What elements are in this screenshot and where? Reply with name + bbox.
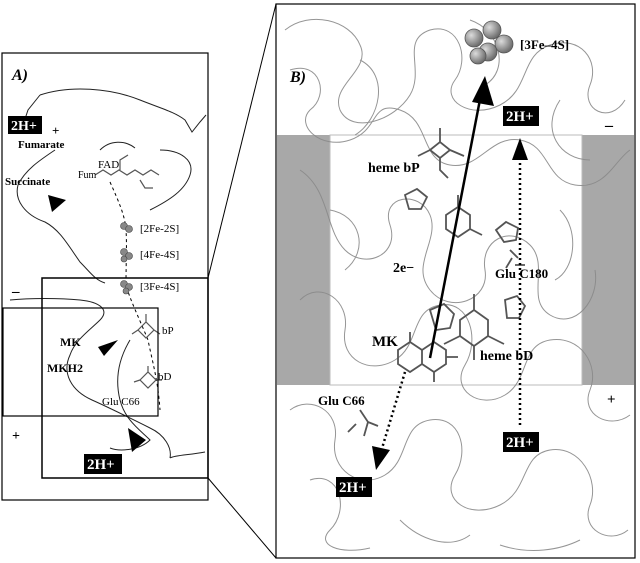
proton-label-right-b: 2H+ (506, 435, 534, 451)
glu-c180-label: Glu C180 (495, 266, 548, 281)
glu-c66-structure (347, 409, 379, 437)
glu-c66-label-b: Glu C66 (318, 393, 365, 408)
fum-label: Fum (78, 170, 97, 181)
heme-bd-small (133, 366, 162, 389)
panel-b-label: B) (289, 69, 306, 86)
proton-box-top-b (503, 106, 539, 126)
plus-top-a: + (52, 123, 59, 138)
protein-outline (16, 88, 207, 284)
plus-bottom-a: + (12, 429, 20, 444)
panel-a-label: A) (11, 67, 28, 84)
mk-label-a: MK (60, 335, 81, 349)
proton-label-bottom-a: 2H+ (87, 457, 115, 473)
heme-bp-structure (403, 128, 519, 243)
fe3s-cluster (464, 20, 514, 65)
fad-label: FAD (98, 159, 119, 171)
fe2s-cluster (120, 222, 133, 233)
proton-label-bottom-b: 2H+ (339, 480, 367, 496)
membrane-band-left (277, 135, 330, 385)
panel-a: A) 2H+ + Fumarat (1, 52, 209, 501)
menaquinone-structure (397, 332, 458, 382)
proton-box-bottom-a (84, 454, 122, 474)
loop-lower (9, 298, 206, 459)
bp-label-a: bP (162, 325, 174, 337)
mkh2-label: MKH2 (47, 361, 83, 375)
heme-bp-small (131, 314, 161, 339)
proton-arrow-right-head (512, 138, 528, 160)
loop-mk (109, 339, 151, 451)
minus-b: – (604, 117, 614, 134)
fe3s-label-b: [3Fe–4S] (520, 37, 569, 52)
zoom-box (41, 277, 209, 479)
mk-label-b: MK (372, 334, 398, 350)
proton-box-bottom-b (336, 477, 372, 497)
membrane-box-a (2, 307, 159, 417)
zoom-connector-bottom (207, 477, 277, 559)
minus-a: – (11, 284, 20, 300)
fe4s-cluster (120, 248, 133, 263)
proton-box-right-b (503, 432, 539, 452)
proton-label-top-b: 2H+ (506, 109, 534, 125)
bd-label-a: bD (158, 371, 172, 383)
proton-label-top-a: 2H+ (11, 119, 37, 134)
panel-b: B) [3Fe–4S] 2H+ – heme bP 2e− Glu C180 M… (275, 3, 636, 559)
electron-arrow (428, 83, 485, 359)
membrane-band-right (582, 135, 634, 385)
succinate-label: Succinate (5, 176, 50, 188)
fe2s-label: [2Fe-2S] (140, 223, 179, 235)
proton-box-top-a (8, 116, 42, 134)
plus-b: + (607, 392, 616, 408)
fe3s-cluster-small (120, 280, 133, 295)
zoom-connector-top (207, 3, 277, 279)
fad-structure (94, 154, 160, 189)
proton-arrow-left-head (372, 446, 390, 470)
mk-arrow (98, 340, 118, 356)
fe4s-label: [4Fe-4S] (140, 249, 179, 261)
fe3s-label-a: [3Fe-4S] (140, 281, 179, 293)
heme-bd-label: heme bD (480, 349, 533, 364)
heme-bp-label: heme bP (368, 161, 420, 176)
two-electron-label: 2e− (393, 261, 414, 276)
succinate-arrow (48, 195, 66, 212)
electron-path (109, 181, 161, 411)
gluc66-label-a: Glu C66 (102, 396, 140, 408)
proton-arrow-a (128, 428, 146, 452)
fumarate-label: Fumarate (18, 139, 65, 151)
electron-arrow-head (472, 76, 494, 106)
